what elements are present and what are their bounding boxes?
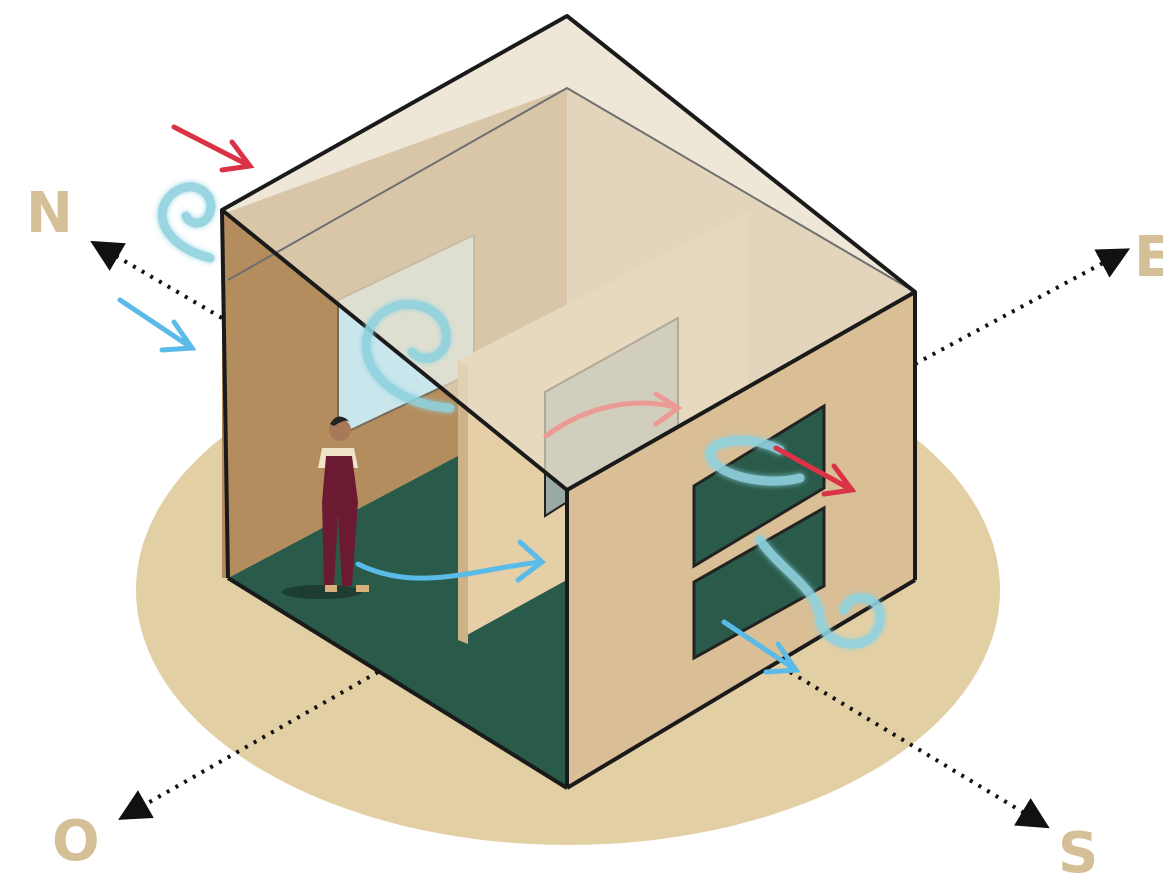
compass-label-north: N [26,181,73,246]
axis-north [90,240,224,320]
compass-axes [90,240,1131,829]
wall-front-right [567,292,915,788]
compass-label-south: S [1058,821,1098,874]
house-outline [220,14,917,790]
roof-inner-edge [227,86,916,293]
wind-swirl-icon [157,182,885,649]
compass-label-west: O [52,809,100,874]
window-front-upper [692,403,826,569]
person-icon [282,416,369,599]
cool-air-arrow-icon [117,297,801,675]
warm-air-arrow-icon [171,124,857,497]
axis-west [118,670,379,820]
window-front-lower [692,505,826,661]
compass-label-east: E [1134,225,1163,290]
roof [222,16,915,490]
axis-east [914,248,1131,366]
